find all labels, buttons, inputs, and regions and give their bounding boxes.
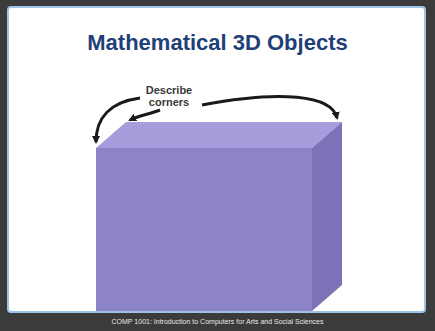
footer-text: COMP 1001: Introduction to Computers for… — [10, 318, 425, 325]
arrow-corner-2 — [130, 110, 160, 120]
callout-text: Describe corners — [136, 84, 202, 108]
cube-side — [312, 122, 342, 311]
cube-top — [96, 122, 342, 148]
cube-front — [96, 148, 312, 311]
arrow-corner-3 — [202, 96, 337, 118]
slide-title: Mathematical 3D Objects — [20, 30, 415, 56]
